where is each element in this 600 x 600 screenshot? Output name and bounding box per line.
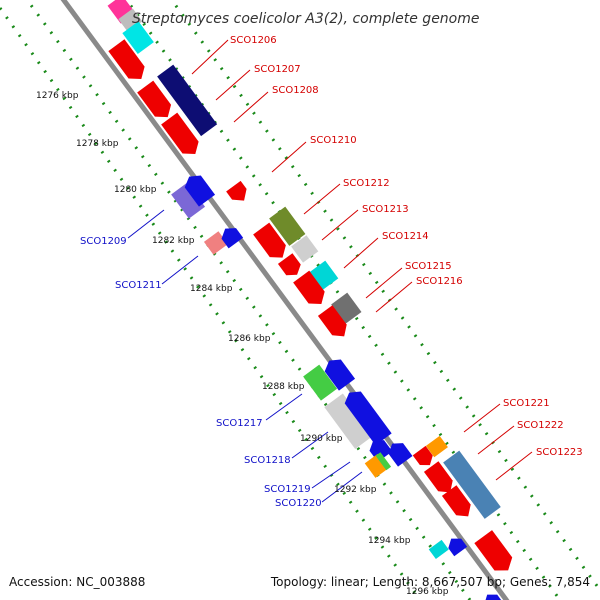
gene-feature[interactable]	[171, 182, 206, 219]
gene-feature[interactable]	[181, 171, 216, 207]
gene-feature[interactable]	[226, 180, 251, 206]
gene-feature[interactable]	[412, 445, 437, 470]
tick-label: 1292 kbp	[334, 485, 377, 495]
gene-feature[interactable]	[425, 435, 448, 458]
gene-feature[interactable]	[118, 8, 143, 32]
gene-labels-left: SCO1209 SCO1211 SCO1217 SCO1218 SCO1219 …	[80, 236, 322, 509]
tick-label: 1280 kbp	[114, 185, 157, 195]
tick-label: 1294 kbp	[368, 536, 411, 546]
gene-feature[interactable]	[291, 235, 319, 263]
gene-feature[interactable]	[218, 223, 244, 249]
genome-summary-text: Topology: linear; Length: 8,667,507 bp; …	[270, 575, 590, 589]
gene-label[interactable]: SCO1223	[536, 447, 583, 458]
gene-feature[interactable]	[375, 452, 392, 471]
outer-right-track	[169, 0, 600, 591]
gene-feature[interactable]	[428, 539, 449, 559]
gene-label[interactable]: SCO1216	[416, 276, 463, 287]
gene-label[interactable]: SCO1220	[275, 498, 322, 509]
gene-feature[interactable]	[474, 530, 517, 577]
gene-label[interactable]: SCO1209	[80, 236, 127, 247]
tick-label: 1290 kbp	[300, 434, 343, 444]
gene-feature[interactable]	[137, 80, 176, 123]
gene-label[interactable]: SCO1221	[503, 398, 550, 409]
gene-label[interactable]: SCO1219	[264, 484, 311, 495]
gene-feature[interactable]	[161, 112, 203, 160]
gene-label[interactable]: SCO1215	[405, 261, 452, 272]
gene-feature[interactable]	[317, 305, 351, 341]
accession-text: Accession: NC_003888	[9, 575, 145, 589]
reverse-genes	[171, 171, 506, 600]
gene-feature[interactable]	[253, 222, 290, 264]
tick-label: 1288 kbp	[262, 382, 305, 392]
gene-feature[interactable]	[203, 231, 228, 255]
gene-label[interactable]: SCO1212	[343, 178, 390, 189]
gene-feature[interactable]	[277, 253, 304, 280]
gene-feature[interactable]	[385, 438, 413, 467]
leader-lines-left	[127, 209, 363, 503]
gene-feature[interactable]	[157, 64, 218, 137]
gene-feature[interactable]	[423, 461, 457, 497]
gene-feature[interactable]	[309, 260, 339, 291]
forward-genes	[107, 0, 517, 577]
gene-feature[interactable]	[321, 355, 356, 391]
gene-feature[interactable]	[108, 39, 149, 85]
gene-feature[interactable]	[441, 485, 475, 521]
gene-label[interactable]: SCO1211	[115, 280, 162, 291]
gene-feature[interactable]	[445, 534, 468, 557]
tick-label: 1286 kbp	[228, 334, 271, 344]
leader-lines-right	[191, 39, 533, 481]
gene-feature[interactable]	[269, 206, 306, 246]
gene-feature[interactable]	[324, 393, 374, 449]
gene-feature[interactable]	[303, 364, 338, 401]
inner-left-track	[25, 0, 472, 600]
gene-label[interactable]: SCO1214	[382, 231, 429, 242]
gene-label[interactable]: SCO1207	[254, 64, 301, 75]
gene-label[interactable]: SCO1218	[244, 455, 291, 466]
gene-label[interactable]: SCO1208	[272, 85, 319, 96]
gene-feature[interactable]	[293, 270, 329, 310]
tick-label: 1276 kbp	[36, 91, 79, 101]
tick-label: 1284 kbp	[190, 284, 233, 294]
gene-label[interactable]: SCO1217	[216, 418, 263, 429]
tick-label: 1282 kbp	[152, 236, 195, 246]
tick-label: 1296 kbp	[406, 587, 449, 597]
gene-feature[interactable]	[364, 453, 389, 478]
gene-feature[interactable]	[331, 292, 362, 324]
genome-backbone	[60, 0, 510, 600]
gene-label[interactable]: SCO1222	[517, 420, 564, 431]
gene-feature[interactable]	[443, 450, 501, 519]
genome-title: Streptomyces coelicolor A3(2), complete …	[132, 11, 480, 27]
gene-label[interactable]: SCO1210	[310, 135, 357, 146]
gene-feature[interactable]	[122, 21, 154, 55]
gene-label[interactable]: SCO1206	[230, 35, 277, 46]
gene-feature[interactable]	[341, 387, 392, 446]
gene-label[interactable]: SCO1213	[362, 204, 409, 215]
gene-labels-right: SCO1206 SCO1207 SCO1208 SCO1210 SCO1212 …	[230, 35, 583, 458]
position-ticks: 1276 kbp 1278 kbp 1280 kbp 1282 kbp 1284…	[36, 91, 449, 597]
tick-label: 1278 kbp	[76, 139, 119, 149]
